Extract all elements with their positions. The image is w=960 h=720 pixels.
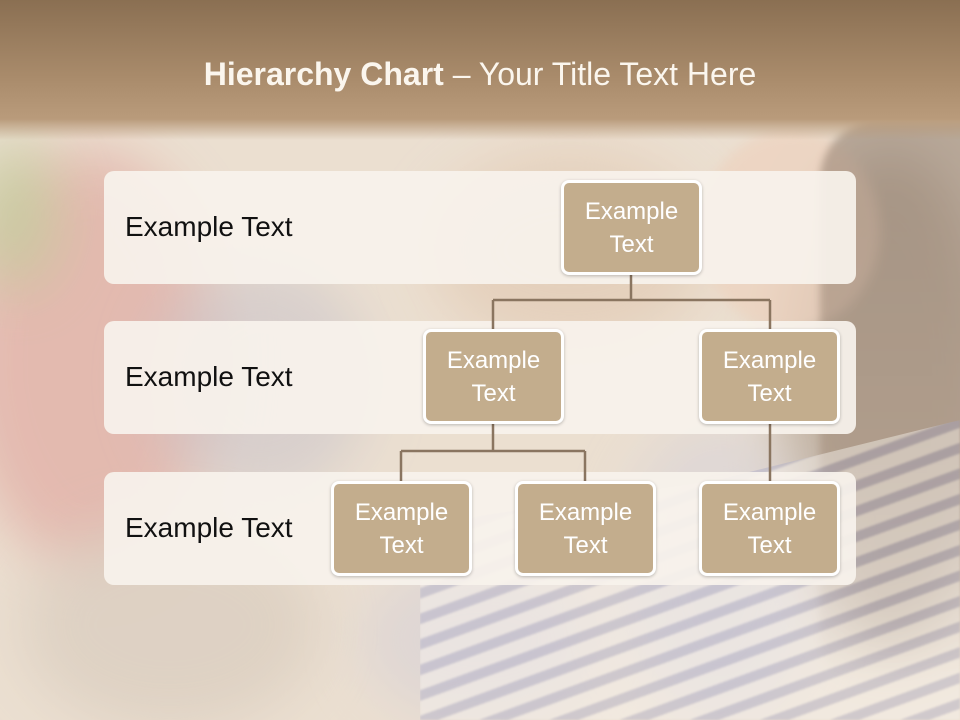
- title-bold: Hierarchy Chart: [203, 56, 444, 92]
- level-band-1: [104, 171, 856, 284]
- level-label-1: Example Text: [125, 211, 293, 242]
- level-label-3: Example Text: [125, 512, 293, 543]
- node-right-grandchild[interactable]: Example Text: [699, 481, 840, 576]
- title-band: [0, 0, 960, 140]
- level-label-2: Example Text: [125, 361, 293, 392]
- connector-root: [491, 274, 772, 330]
- node-root[interactable]: Example Text: [561, 180, 702, 275]
- node-right-child[interactable]: Example Text: [699, 329, 840, 424]
- node-left-grandchild-1[interactable]: Example Text: [331, 481, 472, 576]
- slide-title: Hierarchy Chart – Your Title Text Here: [0, 56, 960, 93]
- node-left-child[interactable]: Example Text: [423, 329, 564, 424]
- connector-left-child: [399, 423, 587, 482]
- node-left-grandchild-2[interactable]: Example Text: [515, 481, 656, 576]
- title-rest: – Your Title Text Here: [443, 56, 757, 92]
